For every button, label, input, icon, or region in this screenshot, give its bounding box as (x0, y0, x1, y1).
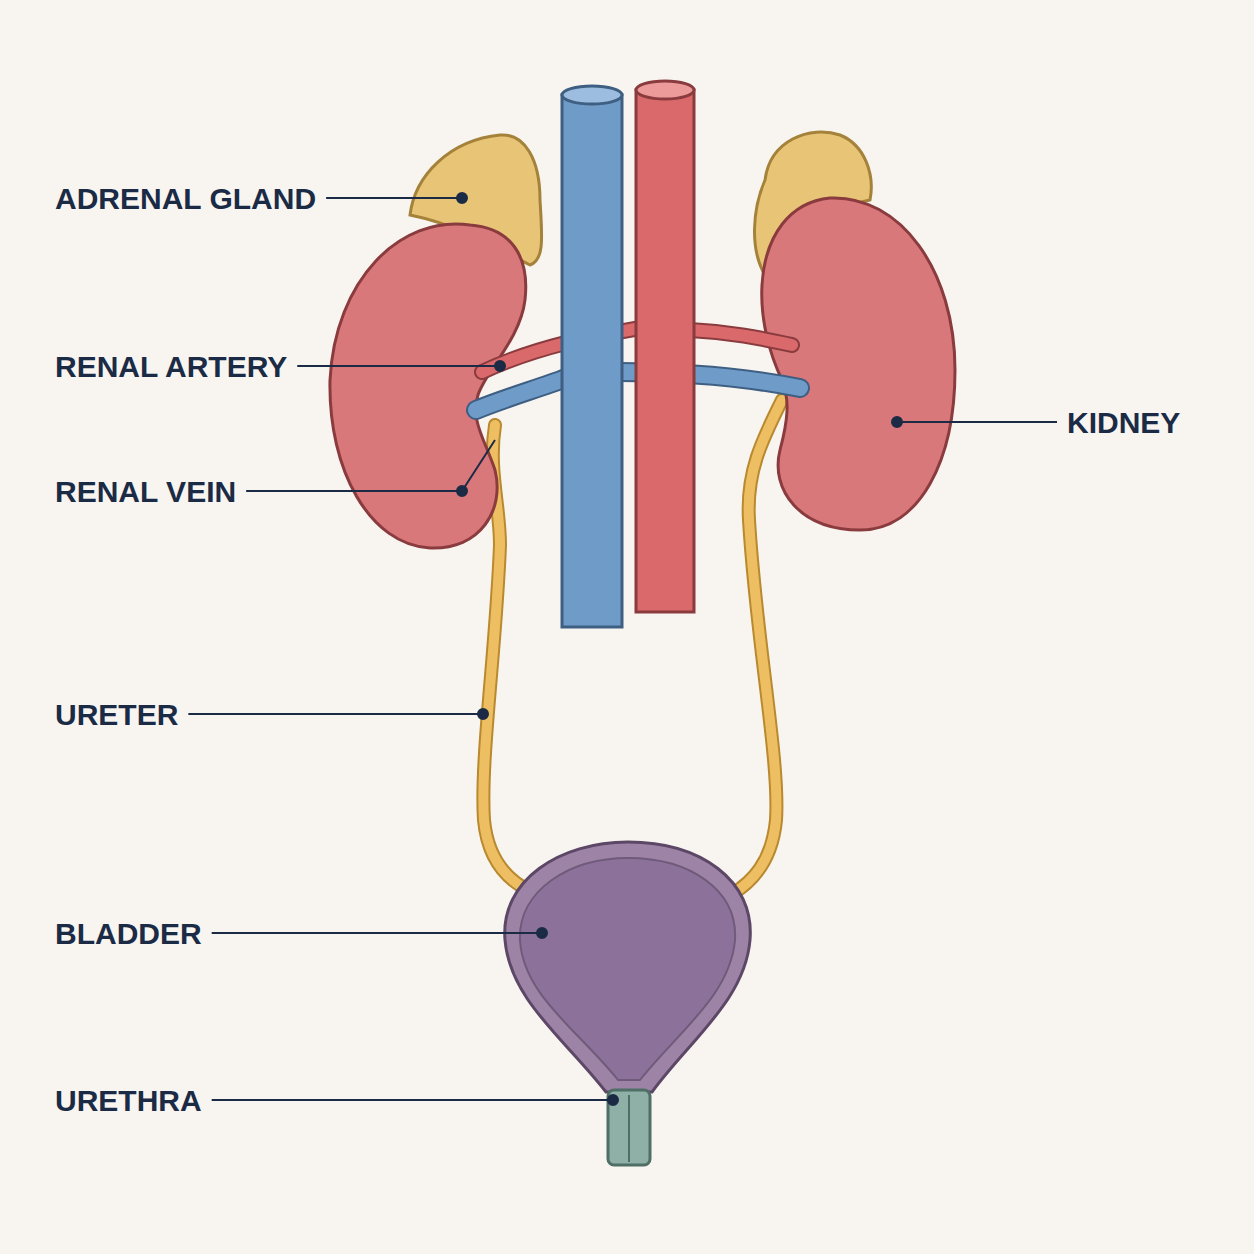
part-label: RENAL VEIN (55, 475, 236, 508)
leader-dot (457, 193, 467, 203)
part-label: BLADDER (55, 917, 202, 950)
vena-cava (562, 95, 622, 627)
renal-vein-left-fill (476, 378, 566, 410)
leader-dot (608, 1095, 618, 1105)
renal-artery-right (690, 330, 792, 345)
leader-dot (892, 417, 902, 427)
leader-dot (457, 486, 467, 496)
leader-line (246, 440, 495, 491)
bladder (505, 842, 751, 1092)
aorta-top (636, 81, 694, 99)
part-label: KIDNEY (1067, 406, 1180, 439)
renal-vein-left (476, 378, 566, 410)
kidney-left (330, 224, 526, 548)
leader-line (212, 932, 542, 934)
urethra (608, 1090, 650, 1165)
vena-cava-top (562, 86, 622, 104)
part-label: ADRENAL GLAND (55, 182, 316, 215)
leader-line (897, 421, 1057, 423)
part-label: URETER (55, 698, 178, 731)
renal-artery-right-fill (690, 330, 792, 345)
leader-dot (495, 361, 505, 371)
leader-line (326, 197, 462, 199)
ureter-right (732, 400, 782, 894)
part-label: URETHRA (55, 1084, 202, 1117)
ureter-right-fill (732, 400, 782, 894)
kidney-right (762, 198, 955, 530)
aorta (636, 90, 694, 612)
part-label: RENAL ARTERY (55, 350, 287, 383)
leader-dot (478, 709, 488, 719)
leader-dot (537, 928, 547, 938)
urethra-line (628, 1095, 630, 1162)
leader-line (188, 713, 483, 715)
leader-line (297, 365, 500, 367)
bladder-inner (520, 858, 735, 1080)
leader-line (212, 1099, 613, 1101)
